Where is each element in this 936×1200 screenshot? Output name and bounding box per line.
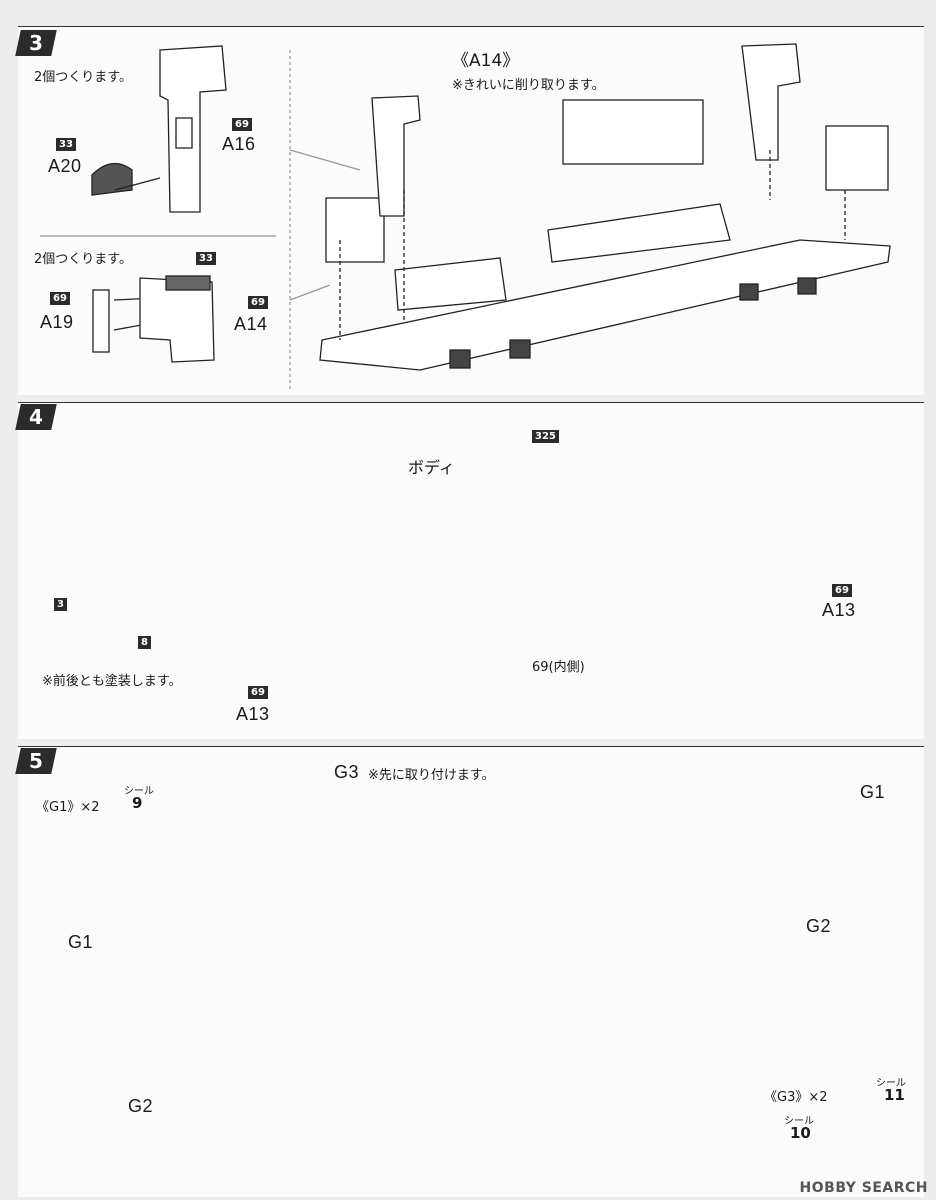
part-label-a14: A14 bbox=[234, 314, 268, 334]
part-label-g3: G3 bbox=[334, 762, 360, 782]
step4-note: ※前後とも塗装します。 bbox=[42, 674, 182, 689]
part-label-a13-left: A13 bbox=[236, 704, 270, 724]
paint-badge-a13-left: 69 bbox=[248, 686, 268, 699]
step4-panel bbox=[18, 402, 924, 739]
paint-badge-left-3: 3 bbox=[54, 598, 67, 611]
sticker-number-g3-left: 10 bbox=[790, 1124, 811, 1142]
part-label-a16: A16 bbox=[222, 134, 256, 154]
step-number: 5 bbox=[15, 748, 57, 774]
sticker-word-g1: シール bbox=[124, 786, 154, 797]
part-label-a20: A20 bbox=[48, 156, 82, 176]
part-label-g1-left: G1 bbox=[68, 932, 94, 952]
paint-badge-body: 325 bbox=[532, 430, 559, 443]
g3-note: ※先に取り付けます。 bbox=[368, 768, 495, 783]
part-label-a19: A19 bbox=[40, 312, 74, 332]
paint-badge-a14: 69 bbox=[248, 296, 268, 309]
sticker-number-g3-top: 11 bbox=[884, 1086, 905, 1104]
paint-badge-a14-detail: 33 bbox=[196, 252, 216, 265]
step3-note-a20: 2個つくります。 bbox=[34, 70, 132, 85]
sticker-number-g1: 9 bbox=[132, 794, 143, 812]
paint-badge-a16: 69 bbox=[232, 118, 252, 131]
body-label: ボディ bbox=[408, 458, 455, 477]
watermark: HOBBY SEARCH bbox=[799, 1180, 928, 1196]
callout-note-a14: ※きれいに削り取ります。 bbox=[452, 78, 605, 93]
inner-paint-label: 69(内側) bbox=[532, 660, 585, 675]
sticker-word-g3-left: シール bbox=[784, 1116, 814, 1127]
paint-badge-a13-right: 69 bbox=[832, 584, 852, 597]
g3-box-title: 《G3》×2 bbox=[764, 1090, 828, 1105]
g1-box-title: 《G1》×2 bbox=[36, 800, 100, 815]
part-label-g2-right: G2 bbox=[806, 916, 832, 936]
part-label-a13-right: A13 bbox=[822, 600, 856, 620]
sticker-word-g3-top: シール bbox=[876, 1078, 906, 1089]
paint-badge-a19: 69 bbox=[50, 292, 70, 305]
paint-badge-left-8: 8 bbox=[138, 636, 151, 649]
step3-note-a19: 2個つくります。 bbox=[34, 252, 132, 267]
step-number: 4 bbox=[15, 404, 57, 430]
callout-title-a14: 《A14》 bbox=[452, 51, 520, 71]
part-label-g2-left: G2 bbox=[128, 1096, 154, 1116]
step5-panel bbox=[18, 746, 924, 1197]
paint-badge-a20: 33 bbox=[56, 138, 76, 151]
part-label-g1-right: G1 bbox=[860, 782, 886, 802]
